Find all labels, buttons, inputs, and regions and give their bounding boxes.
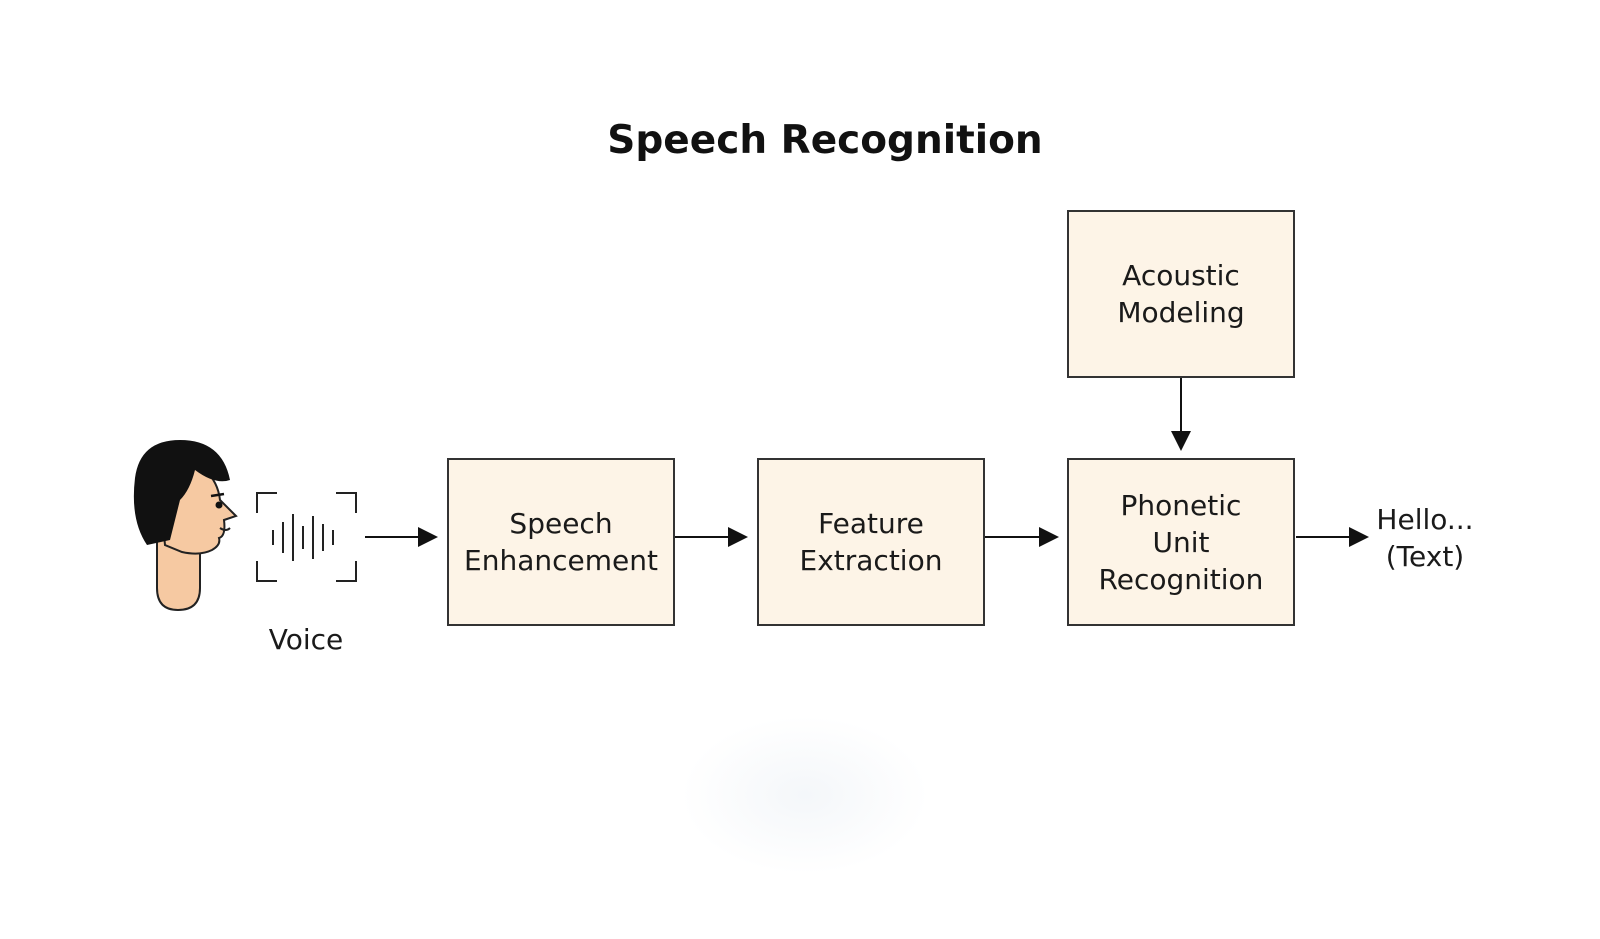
- background-shadow: [680, 715, 930, 875]
- voice-waveform-icon: [256, 492, 357, 582]
- diagram-title: Speech Recognition: [607, 118, 1043, 163]
- speech-enhancement-node: Speech Enhancement: [447, 458, 675, 626]
- speech-enhancement-label: Speech Enhancement: [464, 507, 658, 577]
- voice-label: Voice: [268, 623, 344, 656]
- phonetic-unit-recognition-label: Phonetic Unit Recognition: [1098, 488, 1264, 596]
- speaker-head-icon: [133, 440, 238, 612]
- output-text-label: Hello... (Text): [1376, 503, 1474, 573]
- acoustic-modeling-label: Acoustic Modeling: [1117, 259, 1245, 329]
- acoustic-modeling-node: Acoustic Modeling: [1067, 210, 1295, 378]
- feature-extraction-label: Feature Extraction: [799, 507, 943, 577]
- phonetic-unit-recognition-node: Phonetic Unit Recognition: [1067, 458, 1295, 626]
- feature-extraction-node: Feature Extraction: [757, 458, 985, 626]
